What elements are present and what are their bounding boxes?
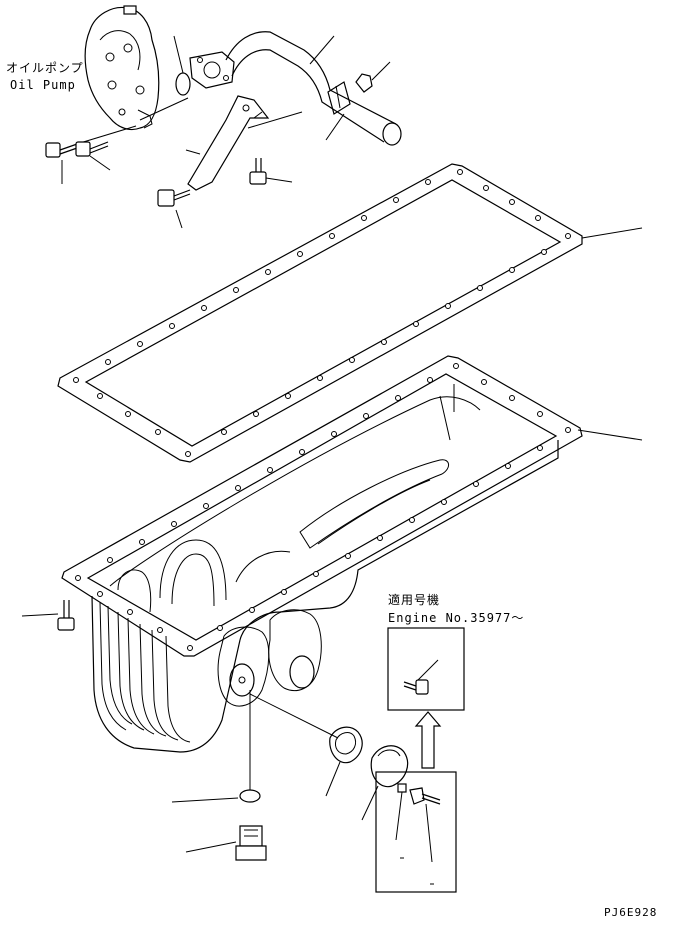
pipe-bracket — [187, 95, 270, 191]
drain-washer — [239, 789, 261, 803]
leader-bolt-2 — [89, 155, 111, 171]
leader-drain-gasket — [325, 761, 341, 797]
suction-pipe — [189, 31, 402, 146]
drain-cover-gasket — [329, 726, 363, 764]
oil-pump-label-en: Oil Pump — [10, 78, 76, 92]
oil-pan-gasket — [57, 163, 583, 463]
engine-number-label: Engine No.35977～ — [388, 611, 525, 625]
bracket-to-clamp-line — [247, 111, 303, 129]
drain-axis-line — [249, 693, 339, 739]
leader-cover-plate — [361, 785, 379, 821]
oil-pump-label-jp: オイルポンプ — [6, 61, 84, 75]
bracket-bolt-2 — [249, 158, 267, 185]
upgrade-arrow — [414, 711, 442, 769]
pump-to-pipe-leader — [139, 97, 189, 121]
leader-drain-washer — [171, 797, 239, 803]
leader-bracket-bolt-1 — [175, 209, 183, 229]
applicable-serial-label: 適用号機 — [388, 593, 441, 607]
leader-gasket — [581, 227, 643, 239]
pump-bolt-1 — [45, 125, 137, 158]
drain-plug — [235, 825, 267, 861]
bracket-bolt-1 — [157, 189, 191, 207]
drawing-code: PJ6E928 — [604, 906, 658, 919]
leader-pan-bolt — [21, 613, 59, 617]
leader-o-ring — [173, 35, 184, 74]
pipe-nut — [355, 61, 391, 93]
o-ring — [175, 72, 191, 96]
leader-oil-pan — [577, 429, 643, 441]
pump-bolt-2 — [75, 141, 109, 157]
leader-pipe — [309, 35, 335, 65]
inset-new-engine — [387, 627, 465, 711]
drain-cover-plate — [370, 745, 409, 788]
leader-bracket-bolt-2 — [265, 177, 293, 183]
leader-bracket — [185, 149, 201, 155]
leader-drain-plug — [185, 841, 237, 853]
leader-clamp — [325, 113, 345, 141]
inset-old-parts — [375, 771, 457, 893]
oil-pump-housing — [84, 5, 160, 131]
pan-mounting-bolt — [57, 600, 75, 631]
oil-pan — [61, 355, 583, 753]
